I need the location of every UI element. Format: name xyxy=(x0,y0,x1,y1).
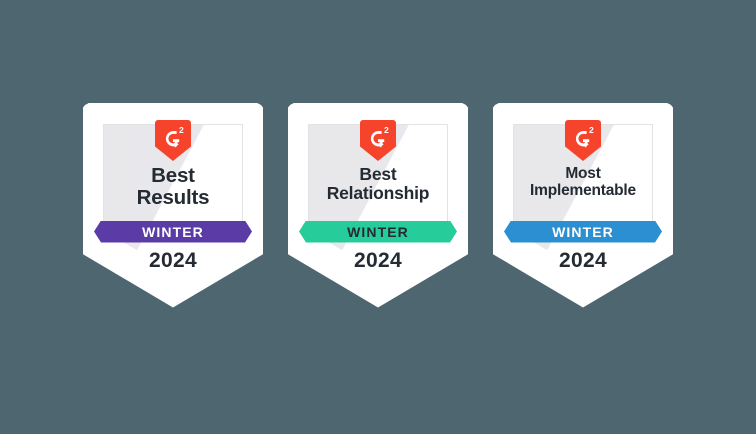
badge-title-line: Most xyxy=(565,164,601,182)
g2-logo-icon: 2 xyxy=(155,119,191,161)
season-ribbon: WINTER xyxy=(299,221,457,243)
season-ribbon: WINTER xyxy=(504,221,662,243)
g2-logo-icon: 2 xyxy=(360,119,396,161)
badge-year: 2024 xyxy=(354,248,402,272)
season-label: WINTER xyxy=(347,223,409,240)
badge-title-line: Implementable xyxy=(530,181,636,199)
badge-year: 2024 xyxy=(149,248,197,272)
svg-text:2: 2 xyxy=(384,124,389,134)
g2-logo-icon: 2 xyxy=(565,119,601,161)
badge-year: 2024 xyxy=(559,248,607,272)
season-ribbon: WINTER xyxy=(94,221,252,243)
badge-title-line: Best xyxy=(359,163,397,184)
badge-title-line: Relationship xyxy=(326,183,430,204)
season-label: WINTER xyxy=(552,223,614,240)
svg-text:2: 2 xyxy=(589,124,594,134)
svg-text:2: 2 xyxy=(179,124,184,134)
season-label: WINTER xyxy=(142,223,204,240)
badge-title-line: Results xyxy=(136,186,210,210)
badge-title-line: Best xyxy=(151,163,195,187)
